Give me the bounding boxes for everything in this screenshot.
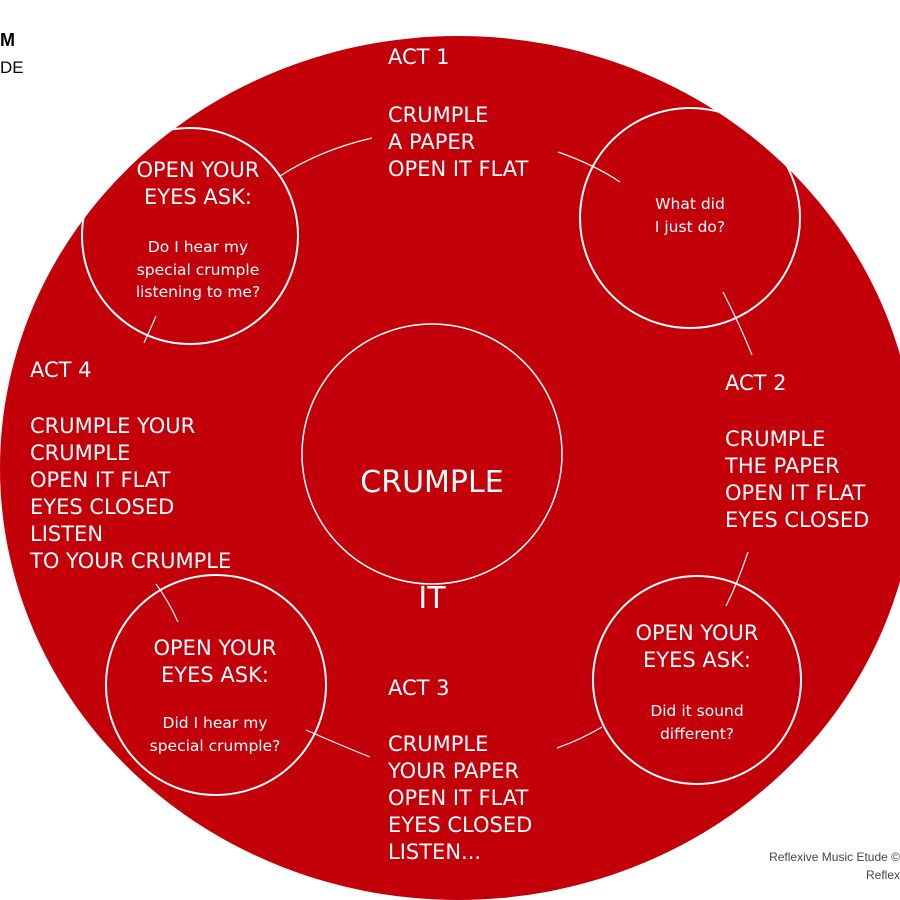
question-3-prompt: OPEN YOUR EYES ASK: (153, 636, 277, 687)
question-circle-2 (592, 575, 802, 785)
connector-q1-to-act2 (722, 291, 753, 356)
act-4-heading: ACT 4 (30, 358, 92, 382)
question-4-text: Do I hear my special crumple listening t… (135, 238, 261, 301)
connector-q2-to-act3 (556, 726, 603, 749)
question-2-text: Did it sound different? (650, 702, 744, 743)
question-2-prompt: OPEN YOUR EYES ASK: (635, 621, 759, 672)
act-1-heading: ACT 1 (388, 45, 450, 69)
connector-q4-to-act4 (143, 315, 157, 344)
act-3-body: CRUMPLE YOUR PAPER OPEN IT FLAT EYES CLO… (388, 732, 533, 864)
center-line-1: CRUMPLE (360, 465, 504, 500)
connector-q3-to-act3 (305, 729, 371, 758)
center-title: CRUMPLE IT (302, 396, 562, 686)
question-4-prompt: OPEN YOUR EYES ASK: (136, 158, 260, 209)
act-2-heading: ACT 2 (725, 371, 787, 395)
act-2-body: CRUMPLE THE PAPER OPEN IT FLAT EYES CLOS… (725, 427, 870, 532)
question-1-text: What did I just do? (654, 195, 726, 236)
connector-q4-to-act1 (279, 137, 373, 177)
connector-act1-to-q1 (557, 151, 621, 183)
center-line-2: IT (418, 581, 446, 616)
center-circle (301, 323, 563, 585)
act-4-body: CRUMPLE YOUR CRUMPLE OPEN IT FLAT EYES C… (30, 414, 232, 573)
question-3-text: Did I hear my special crumple? (149, 714, 281, 755)
question-circle-3 (105, 574, 327, 796)
act-1-body: CRUMPLE A PAPER OPEN IT FLAT (388, 103, 529, 181)
header-subtitle: DE (0, 58, 24, 77)
question-circle-4 (81, 127, 299, 345)
question-circle-1 (579, 107, 801, 329)
footer-credit: Reflexive Music Etude © (769, 850, 900, 864)
footer-credit-2: Reflex (865, 868, 900, 882)
connector-act2-to-q2 (725, 551, 749, 607)
header-title: M (0, 30, 15, 50)
red-disc (0, 36, 900, 900)
connector-act4-to-q3 (155, 583, 179, 623)
act-3-heading: ACT 3 (388, 676, 450, 700)
